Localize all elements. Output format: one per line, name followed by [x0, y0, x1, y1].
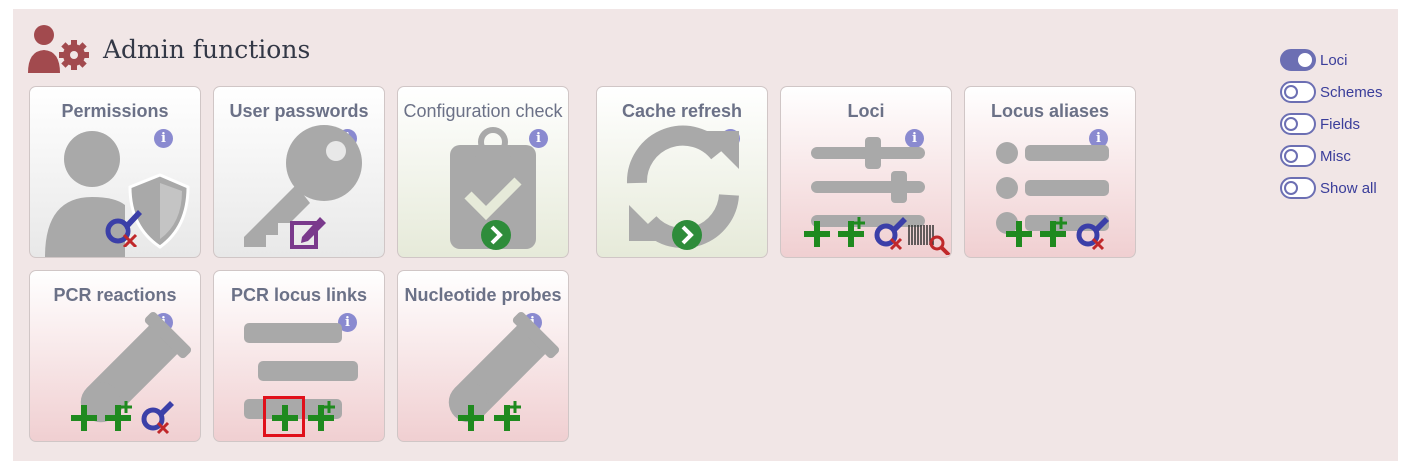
tile-pcr-locus-links[interactable]: PCR locus links i	[213, 270, 385, 442]
info-icon[interactable]: i	[154, 129, 173, 148]
locus-aliases-actions	[1003, 215, 1123, 255]
batch-add-icon	[494, 401, 521, 431]
pcr-reactions-actions	[68, 399, 188, 439]
tile-cache-refresh[interactable]: Cache refresh i	[596, 86, 768, 258]
go-icon[interactable]	[480, 219, 512, 251]
key-icon	[244, 125, 362, 247]
query-edit-icon	[141, 401, 174, 435]
info-icon[interactable]: i	[529, 129, 548, 148]
toggle-loci[interactable]: Loci	[1280, 44, 1383, 76]
toggle-show-all[interactable]: Show all	[1280, 172, 1383, 204]
toggle-label: Loci	[1320, 51, 1348, 69]
add-icon	[71, 405, 97, 431]
batch-add-icon	[105, 401, 132, 431]
toggle-label: Misc	[1320, 147, 1351, 165]
info-icon[interactable]: i	[905, 129, 924, 148]
tile-locus-aliases[interactable]: Locus aliases i	[964, 86, 1136, 258]
toggle-switch[interactable]	[1280, 113, 1316, 135]
loci-actions	[801, 215, 951, 257]
pcr-locus-links-actions	[266, 399, 346, 439]
tile-title: Nucleotide probes	[404, 285, 562, 305]
tile-title: Permissions	[61, 101, 169, 121]
align-lines-icon	[244, 323, 358, 419]
batch-add-icon	[838, 217, 865, 247]
tile-title: User passwords	[229, 101, 369, 121]
list-icon	[996, 142, 1109, 234]
clipboard-check-icon	[450, 127, 536, 249]
tile-title: PCR locus links	[230, 285, 368, 305]
highlight-box	[263, 396, 305, 437]
toggle-schemes[interactable]: Schemes	[1280, 76, 1383, 108]
query-edit-icon	[1076, 217, 1109, 251]
tile-permissions[interactable]: Permissions i	[29, 86, 201, 258]
tile-title: PCR reactions	[53, 285, 177, 305]
add-icon	[1006, 221, 1032, 247]
toggle-label: Schemes	[1320, 83, 1383, 101]
tile-pcr-reactions[interactable]: PCR reactions i	[29, 270, 201, 442]
batch-add-icon	[308, 401, 335, 431]
test-tube-icon	[448, 311, 560, 423]
tile-loci[interactable]: Loci i	[780, 86, 952, 258]
edit-icon[interactable]	[288, 213, 328, 253]
tile-title: Configuration check	[403, 101, 563, 121]
tile-nucleotide-probes[interactable]: Nucleotide probes i	[397, 270, 569, 442]
tile-user-passwords[interactable]: User passwords i	[213, 86, 385, 258]
tile-title: Locus aliases	[990, 101, 1110, 121]
tile-title: Loci	[847, 101, 885, 121]
toggle-switch[interactable]	[1280, 177, 1316, 199]
batch-add-icon	[1040, 217, 1067, 247]
user-gear-icon	[27, 23, 93, 75]
add-icon	[272, 405, 298, 431]
toggle-switch[interactable]	[1280, 49, 1316, 71]
sliders-icon	[811, 137, 925, 227]
page-title: Admin functions	[103, 34, 311, 64]
tile-title: Cache refresh	[621, 101, 743, 121]
tile-configuration-check[interactable]: Configuration check i	[397, 86, 569, 258]
toggle-label: Show all	[1320, 179, 1377, 197]
toggle-misc[interactable]: Misc	[1280, 140, 1383, 172]
info-icon[interactable]: i	[1089, 129, 1108, 148]
toggle-switch[interactable]	[1280, 81, 1316, 103]
add-icon	[458, 405, 484, 431]
search-icon	[929, 235, 951, 257]
go-icon[interactable]	[671, 219, 703, 251]
test-tube-icon	[80, 311, 192, 423]
admin-header: Admin functions	[27, 23, 310, 75]
add-icon	[804, 221, 830, 247]
query-edit-icon	[874, 217, 907, 251]
toggle-switch[interactable]	[1280, 145, 1316, 167]
user-shield-icon	[45, 131, 190, 257]
toggle-fields[interactable]: Fields	[1280, 108, 1383, 140]
nucleotide-probes-actions	[452, 399, 532, 439]
toggle-label: Fields	[1320, 115, 1361, 133]
info-icon[interactable]: i	[338, 313, 357, 332]
barcode-icon	[908, 225, 934, 245]
category-toggles: Loci Schemes Fields Misc Show all	[1280, 44, 1383, 204]
query-edit-icon[interactable]	[104, 205, 144, 247]
